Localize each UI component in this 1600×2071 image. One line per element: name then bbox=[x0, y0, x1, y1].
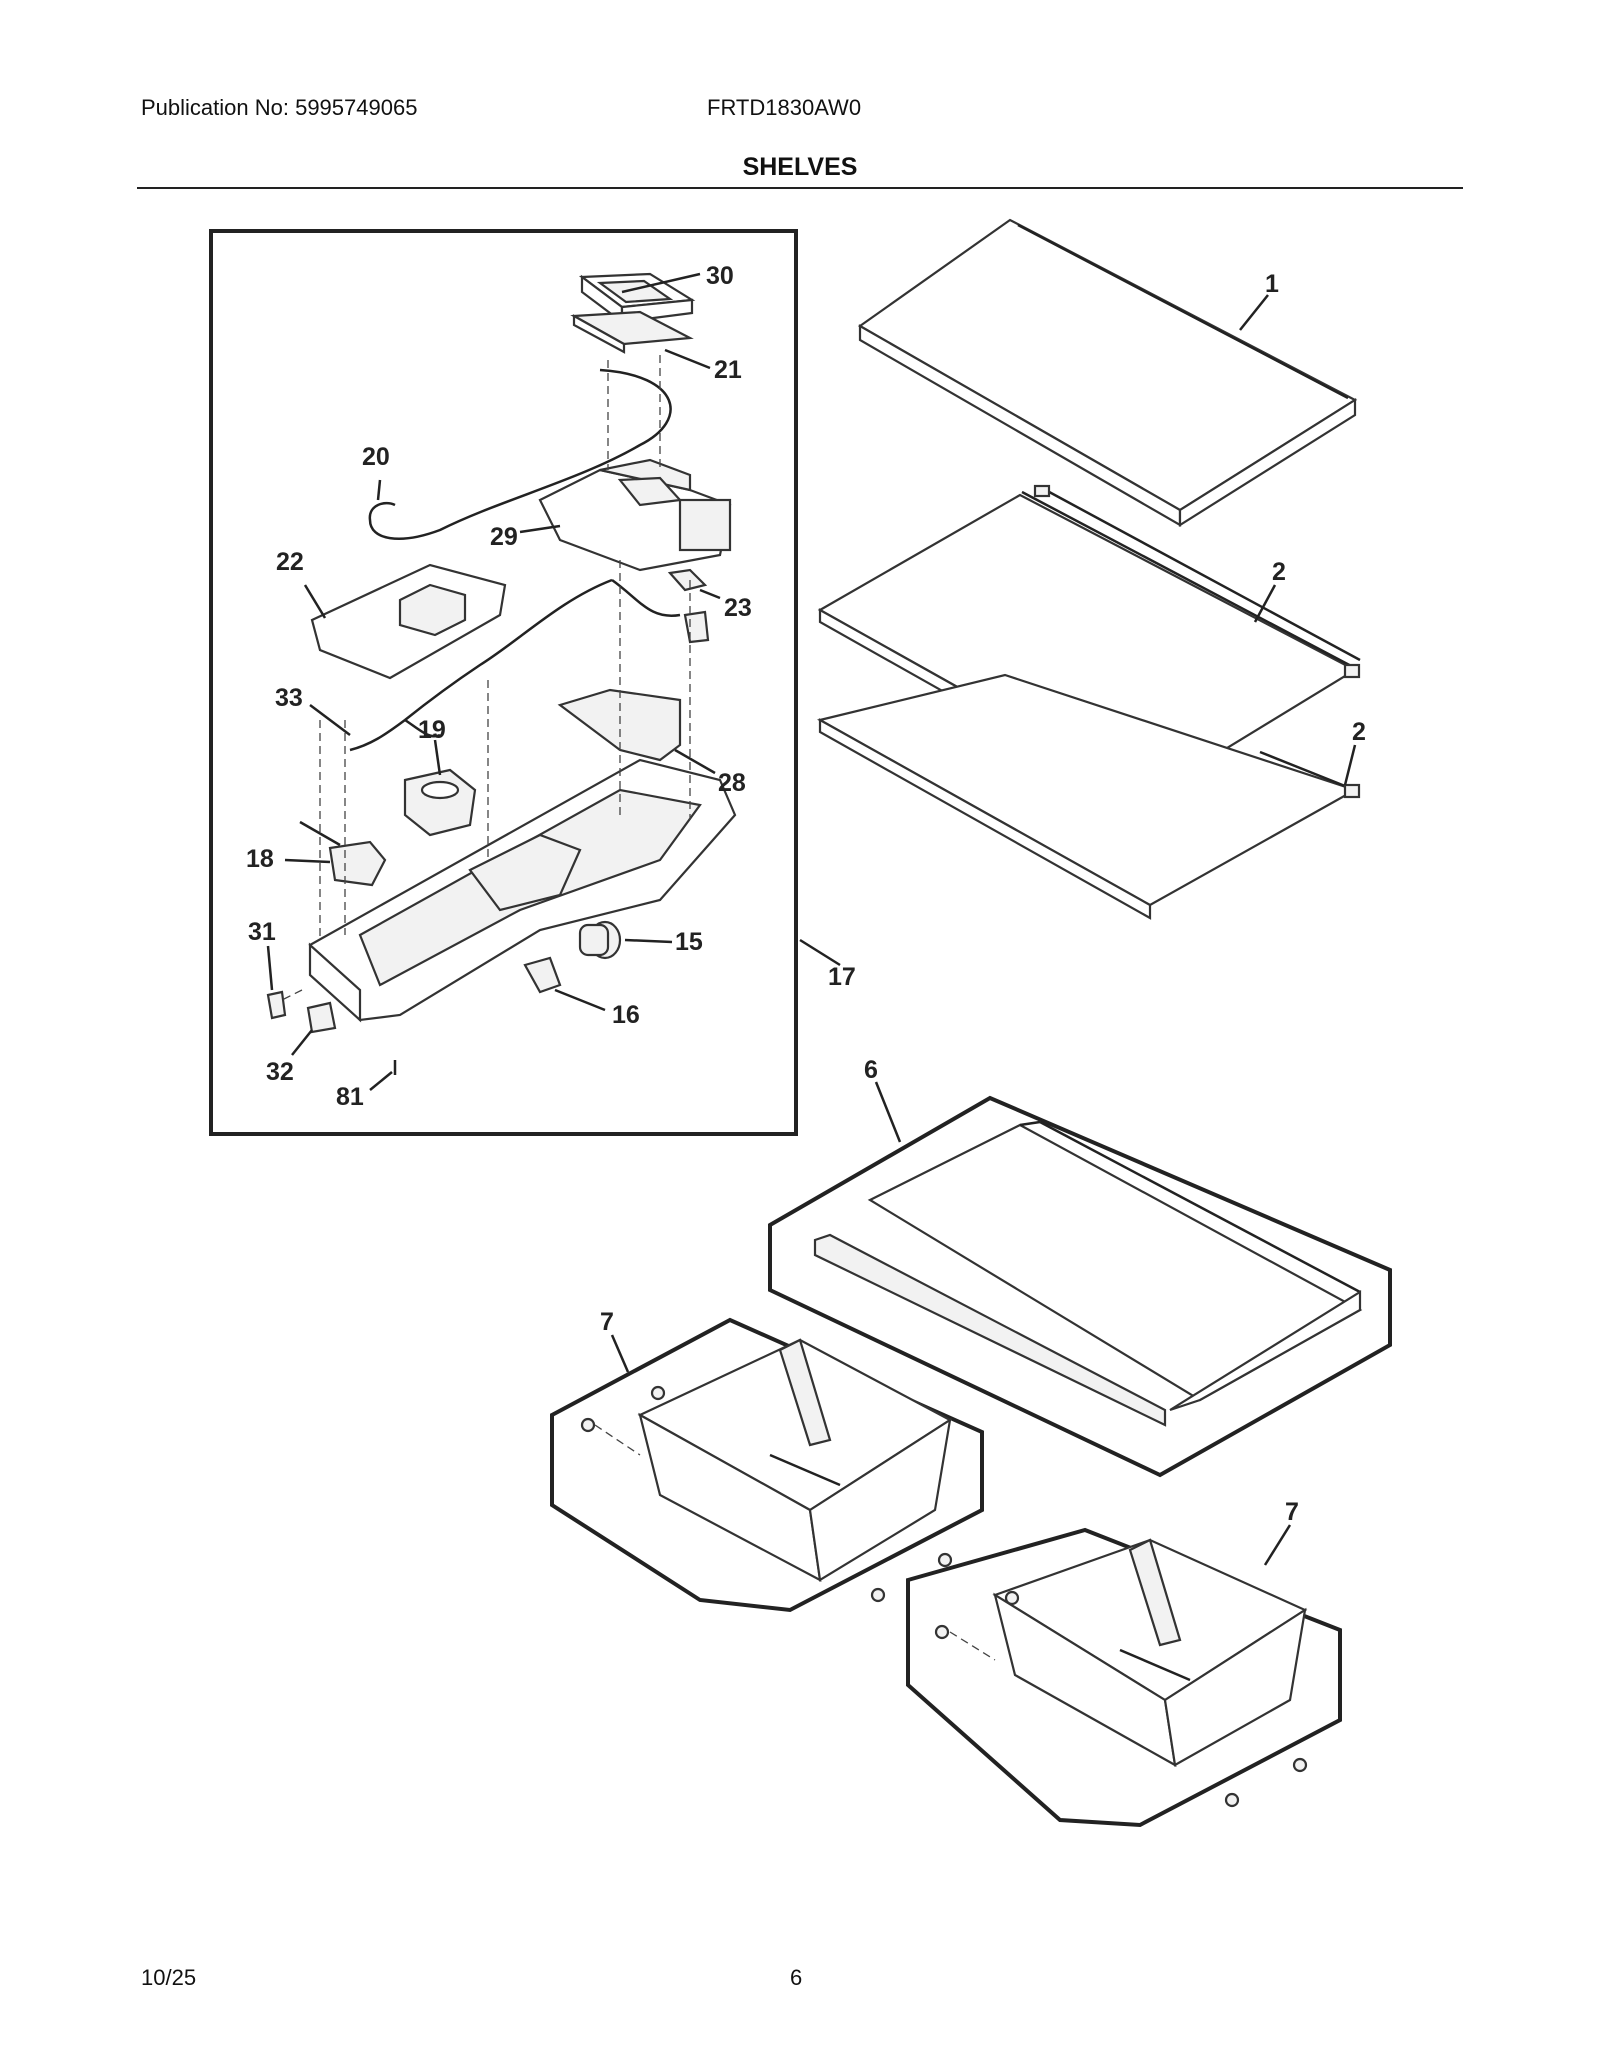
publication-number: Publication No: 5995749065 bbox=[141, 95, 418, 120]
screw bbox=[934, 1624, 950, 1640]
callout-1: 1 bbox=[1265, 270, 1279, 298]
part-31-clip bbox=[266, 990, 287, 1020]
callout-32: 32 bbox=[266, 1058, 294, 1086]
callout-28: 28 bbox=[718, 769, 746, 797]
part-7-crisper-drawer-left bbox=[637, 1338, 953, 1582]
part-19-motor bbox=[403, 768, 477, 837]
part-1-glass-shelf bbox=[857, 218, 1358, 527]
screw bbox=[1292, 1757, 1308, 1773]
screw bbox=[650, 1385, 666, 1401]
part-7-crisper-drawer-right bbox=[992, 1538, 1308, 1768]
callout-22: 22 bbox=[276, 548, 304, 576]
callout-16: 16 bbox=[612, 1001, 640, 1029]
callout-31: 31 bbox=[248, 918, 276, 946]
part-33-harness bbox=[349, 578, 681, 752]
callout-7-left: 7 bbox=[600, 1308, 614, 1336]
callout-6: 6 bbox=[864, 1056, 878, 1084]
callout-23: 23 bbox=[724, 594, 752, 622]
part-6-frame bbox=[768, 1095, 1392, 1478]
screw bbox=[1004, 1590, 1020, 1606]
part-18-switch bbox=[299, 820, 387, 887]
part-16-socket bbox=[523, 956, 562, 994]
part-6-crisper-cover bbox=[813, 1120, 1363, 1427]
page-number: 6 bbox=[790, 1965, 803, 1990]
assembly-17-frame bbox=[209, 229, 798, 1136]
callout-19: 19 bbox=[418, 716, 446, 744]
callout-15: 15 bbox=[675, 928, 703, 956]
screw bbox=[580, 1417, 596, 1433]
part-15-lamp bbox=[578, 920, 622, 960]
part-20-wire bbox=[368, 368, 672, 540]
header-rule bbox=[137, 187, 1463, 189]
screw bbox=[870, 1587, 886, 1603]
callout-20: 20 bbox=[362, 443, 390, 471]
callout-2-upper: 2 bbox=[1272, 558, 1286, 586]
control-housing-tray bbox=[308, 758, 737, 1023]
callout-2-lower: 2 bbox=[1352, 718, 1366, 746]
part-32-button bbox=[306, 1001, 337, 1034]
screw bbox=[937, 1552, 953, 1568]
page-title: SHELVES bbox=[742, 153, 858, 181]
callout-29: 29 bbox=[490, 523, 518, 551]
part-22-cover bbox=[310, 563, 507, 680]
part-2-glass-shelf-lower bbox=[817, 673, 1361, 920]
callout-81: 81 bbox=[336, 1083, 364, 1111]
part-7-right-frame bbox=[906, 1527, 1342, 1828]
harness-connector bbox=[683, 610, 710, 644]
callout-18: 18 bbox=[246, 845, 274, 873]
callout-17: 17 bbox=[828, 963, 856, 991]
part-29-housing bbox=[538, 458, 732, 572]
callout-33: 33 bbox=[275, 684, 303, 712]
part-23-block bbox=[667, 568, 708, 592]
part-21-filter bbox=[570, 310, 694, 354]
screw bbox=[1224, 1792, 1240, 1808]
part-30-frame bbox=[578, 272, 696, 325]
footer-date: 10/25 bbox=[141, 1965, 197, 1990]
callout-21: 21 bbox=[714, 356, 742, 384]
part-7-left-frame bbox=[550, 1317, 984, 1613]
callout-30: 30 bbox=[706, 262, 734, 290]
model-number: FRTD1830AW0 bbox=[707, 95, 862, 120]
callout-7-right: 7 bbox=[1285, 1498, 1299, 1526]
